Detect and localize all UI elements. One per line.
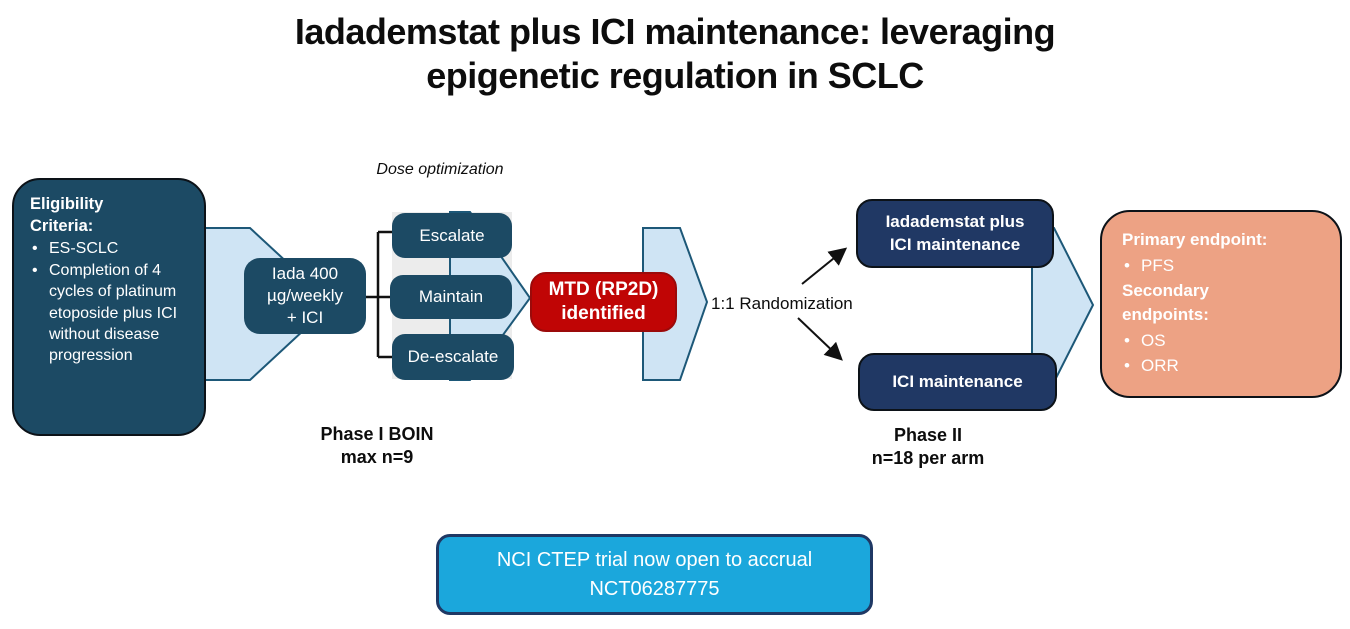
eligibility-bullet-item: Completion of 4 cycles of platinum etopo… (30, 260, 196, 367)
page-title-line1: Iadademstat plus ICI maintenance: levera… (294, 11, 1056, 52)
secondary-endpoint-item: OS (1122, 329, 1179, 354)
mtd-line1: MTD (RP2D) (548, 279, 659, 301)
eligibility-heading-line1: Eligibility (30, 195, 104, 213)
phase1-caption-line2: max n=9 (340, 447, 414, 468)
accrual-banner-line2: NCT06287775 (589, 577, 720, 600)
eligibility-bullet-item: ES-SCLC (30, 238, 196, 260)
dose-optimization-label: Dose optimization (376, 161, 504, 178)
phase1-caption: Phase I BOIN max n=9 (277, 423, 477, 469)
de-escalate-box: De-escalate (392, 334, 514, 380)
secondary-endpoints-heading-line1: Secondary (1122, 280, 1209, 300)
mtd-line2: identified (561, 303, 646, 324)
arm-ici-maintenance-box: ICI maintenance (858, 353, 1057, 411)
phase2-caption-line2: n=18 per arm (871, 448, 985, 469)
randomization-arrow-up-icon (801, 247, 848, 285)
accrual-banner-line1: NCI CTEP trial now open to accrual (496, 549, 813, 572)
page-title: Iadademstat plus ICI maintenance: levera… (0, 10, 1350, 99)
starting-dose-box: Iada 400 µg/weekly + ICI (244, 258, 366, 334)
primary-endpoint-item: PFS (1122, 254, 1174, 279)
phase2-caption-line1: Phase II (893, 425, 963, 445)
secondary-endpoint-list: OS ORR (1122, 329, 1179, 379)
secondary-endpoint-item: ORR (1122, 354, 1179, 379)
escalate-box: Escalate (392, 213, 512, 258)
page-title-line2: epigenetic regulation in SCLC (426, 55, 924, 97)
randomization-arrow-down-icon (797, 317, 843, 361)
mtd-identified-box: MTD (RP2D) identified (530, 272, 677, 332)
phase2-caption: Phase II n=18 per arm (828, 424, 1028, 470)
arm-iadademstat-ici-box: Iadademstat plus ICI maintenance (856, 199, 1054, 268)
starting-dose-line2: µg/weekly (267, 285, 343, 305)
accrual-banner: NCI CTEP trial now open to accrual NCT06… (436, 534, 873, 615)
maintain-box: Maintain (390, 275, 512, 319)
eligibility-bullet-list: ES-SCLC Completion of 4 cycles of platin… (30, 238, 196, 367)
randomization-label: 1:1 Randomization (711, 294, 853, 313)
dose-bracket-connector (366, 230, 392, 359)
secondary-endpoints-heading-line2: endpoints: (1122, 305, 1209, 325)
arm1-line1: Iadademstat plus (885, 212, 1025, 232)
eligibility-heading-line2: Criteria: (30, 217, 94, 236)
eligibility-criteria-box: Eligibility Criteria: ES-SCLC Completion… (12, 178, 206, 436)
phase1-caption-line1: Phase I BOIN (320, 424, 434, 444)
starting-dose-line3: + ICI (286, 308, 324, 328)
endpoints-box: Primary endpoint: PFS Secondary endpoint… (1100, 210, 1342, 398)
primary-endpoint-heading: Primary endpoint: (1122, 230, 1268, 249)
starting-dose-line1: Iada 400 (271, 263, 339, 283)
primary-endpoint-list: PFS (1122, 254, 1174, 279)
arm1-line2: ICI maintenance (889, 234, 1021, 254)
